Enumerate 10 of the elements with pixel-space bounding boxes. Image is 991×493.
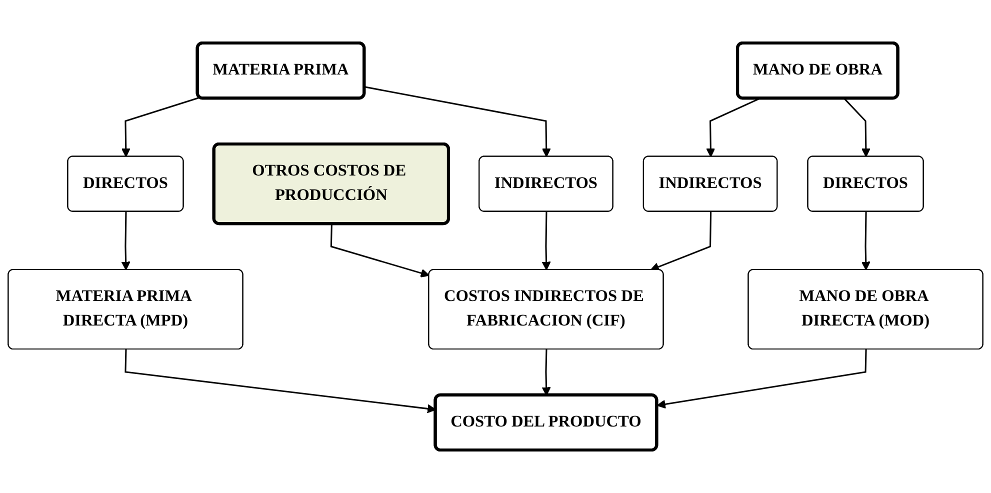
arrow bbox=[121, 212, 130, 270]
arrow bbox=[330, 224, 430, 278]
arrow bbox=[542, 212, 551, 270]
arrow bbox=[656, 350, 867, 409]
arrow bbox=[861, 212, 870, 270]
arrow bbox=[650, 212, 712, 272]
arrow bbox=[121, 96, 200, 158]
arrow bbox=[364, 86, 551, 158]
arrow bbox=[844, 98, 870, 158]
arrow bbox=[706, 98, 760, 158]
